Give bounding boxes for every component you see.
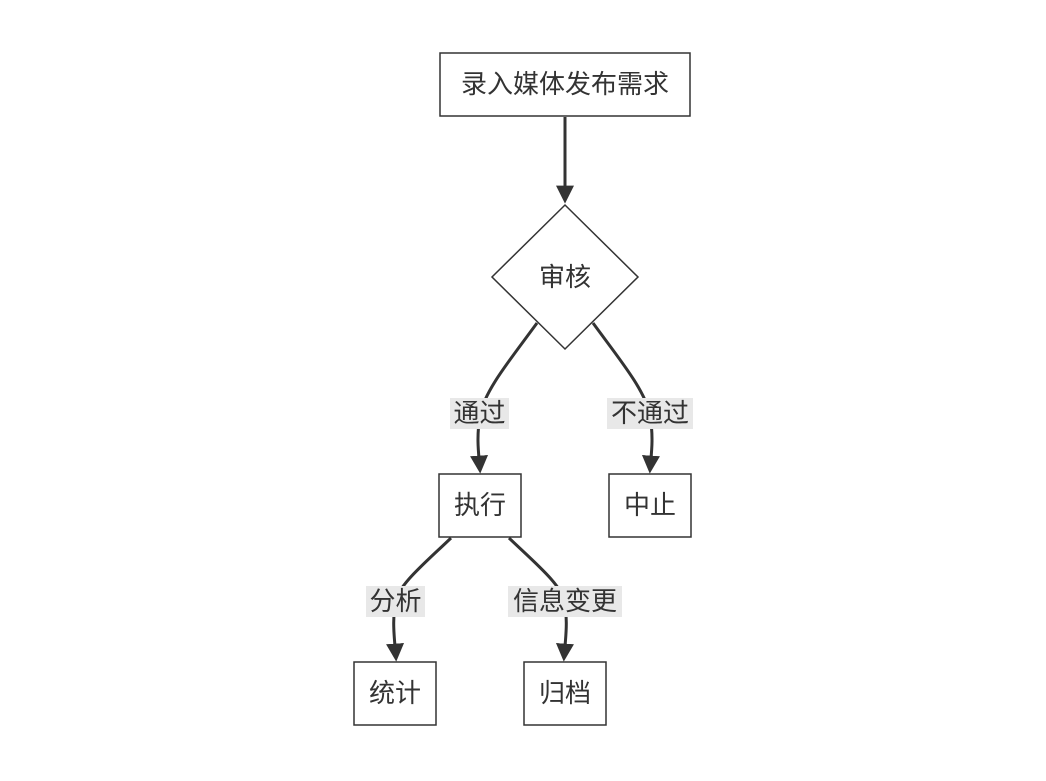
node-input: 录入媒体发布需求 <box>439 52 691 117</box>
edge-review-to-execute <box>470 322 539 474</box>
node-execute: 执行 <box>438 473 522 538</box>
edge-label-fail-text: 不通过 <box>611 399 689 429</box>
node-stats: 统计 <box>353 661 437 726</box>
edge-review-to-stop <box>591 322 660 474</box>
node-archive: 归档 <box>523 661 607 726</box>
edge-label-analyze: 分析 <box>366 586 425 617</box>
edge-label-analyze-text: 分析 <box>369 587 421 617</box>
node-execute-label: 执行 <box>454 491 506 521</box>
node-stop: 中止 <box>608 473 692 538</box>
edge-label-info-change: 信息变更 <box>508 586 622 617</box>
node-stats-label: 统计 <box>369 679 421 709</box>
node-stop-label: 中止 <box>624 491 676 521</box>
node-review-label: 审核 <box>539 263 591 293</box>
edge-label-pass: 通过 <box>450 398 509 429</box>
edge-label-fail: 不通过 <box>607 398 693 429</box>
edge-label-info-change-text: 信息变更 <box>513 587 617 617</box>
node-review-decision: 审核 <box>490 203 640 351</box>
edge-label-pass-text: 通过 <box>453 399 505 429</box>
node-archive-label: 归档 <box>539 679 591 709</box>
node-input-label: 录入媒体发布需求 <box>461 70 669 100</box>
